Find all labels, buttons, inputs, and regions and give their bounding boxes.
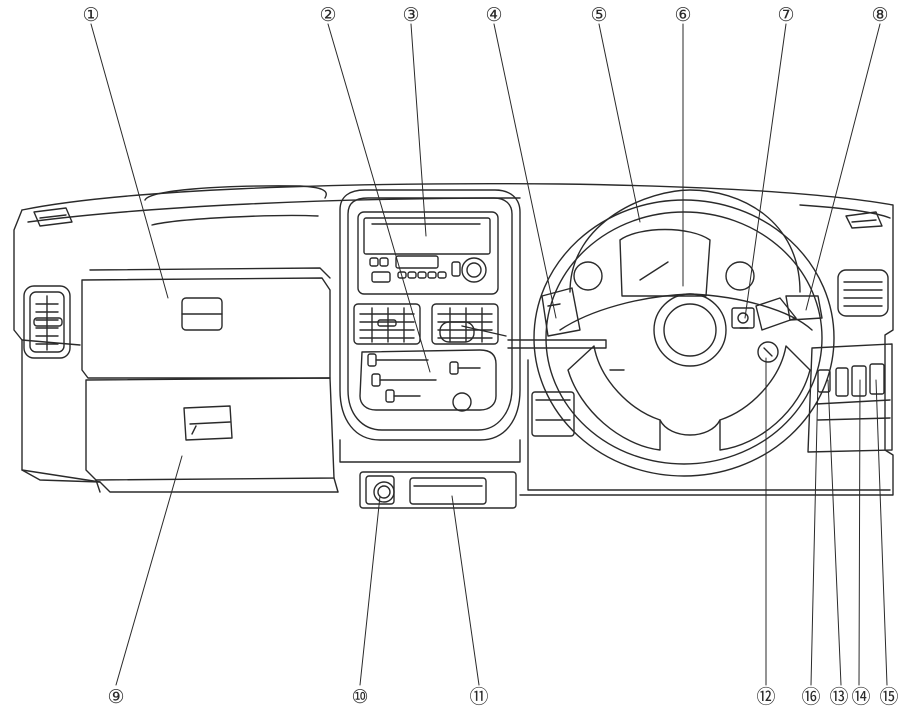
leader-line-11	[451, 495, 480, 686]
center-console	[339, 189, 521, 463]
upper-glove-box	[81, 267, 331, 379]
left-dash-vent	[23, 207, 73, 359]
leader-line-10	[359, 495, 381, 686]
lower-console	[359, 471, 517, 509]
ignition-switch	[757, 341, 779, 363]
climate-control-panel	[359, 349, 497, 412]
right-dash-vent	[837, 211, 889, 317]
audio-unit	[357, 211, 499, 295]
leader-line-13	[827, 379, 842, 686]
leader-line-7	[744, 23, 787, 319]
callout-11: ⑪	[469, 686, 488, 708]
callout-4: ④	[485, 4, 502, 26]
callout-7: ⑦	[777, 4, 794, 26]
leader-line-1	[90, 23, 169, 299]
dashboard-outline	[13, 183, 894, 496]
leader-line-3	[410, 23, 427, 237]
meter-buttons	[731, 295, 823, 331]
callout-9: ⑨	[107, 686, 124, 708]
callout-6: ⑥	[674, 4, 691, 26]
leader-line-14	[858, 379, 861, 686]
center-vents	[353, 303, 499, 345]
callout-14: ⑭	[851, 686, 870, 708]
callout-16: ⑯	[801, 686, 820, 708]
callout-2: ②	[319, 4, 336, 26]
callout-13: ⑬	[829, 686, 848, 708]
leader-line-5	[598, 23, 641, 223]
right-switch-panel	[807, 343, 893, 453]
callout-3: ③	[402, 4, 419, 26]
instrument-cluster	[569, 189, 801, 297]
driver-lower-panel	[527, 359, 891, 491]
callout-12: ⑫	[756, 686, 775, 708]
callout-8: ⑧	[871, 4, 888, 26]
leader-line-4	[493, 23, 557, 319]
leader-line-8	[805, 23, 881, 311]
indicator-stalk	[541, 287, 581, 337]
callout-5: ⑤	[590, 4, 607, 26]
leader-lines	[90, 23, 888, 686]
callout-15: ⑮	[879, 686, 898, 708]
callout-1: ①	[82, 4, 99, 26]
leader-line-2	[327, 23, 431, 373]
wiper-stalk	[439, 321, 607, 349]
leader-line-15	[875, 379, 888, 686]
callout-labels: ① ② ③ ④ ⑤ ⑥ ⑦ ⑧ ⑨ ⑩ ⑪ ⑫ ⑯ ⑬ ⑭ ⑮	[82, 4, 898, 708]
leader-line-9	[115, 455, 183, 686]
leader-line-16	[810, 377, 819, 686]
callout-10: ⑩	[351, 686, 368, 708]
lower-glove-box	[85, 377, 339, 493]
steering-wheel	[533, 199, 835, 477]
